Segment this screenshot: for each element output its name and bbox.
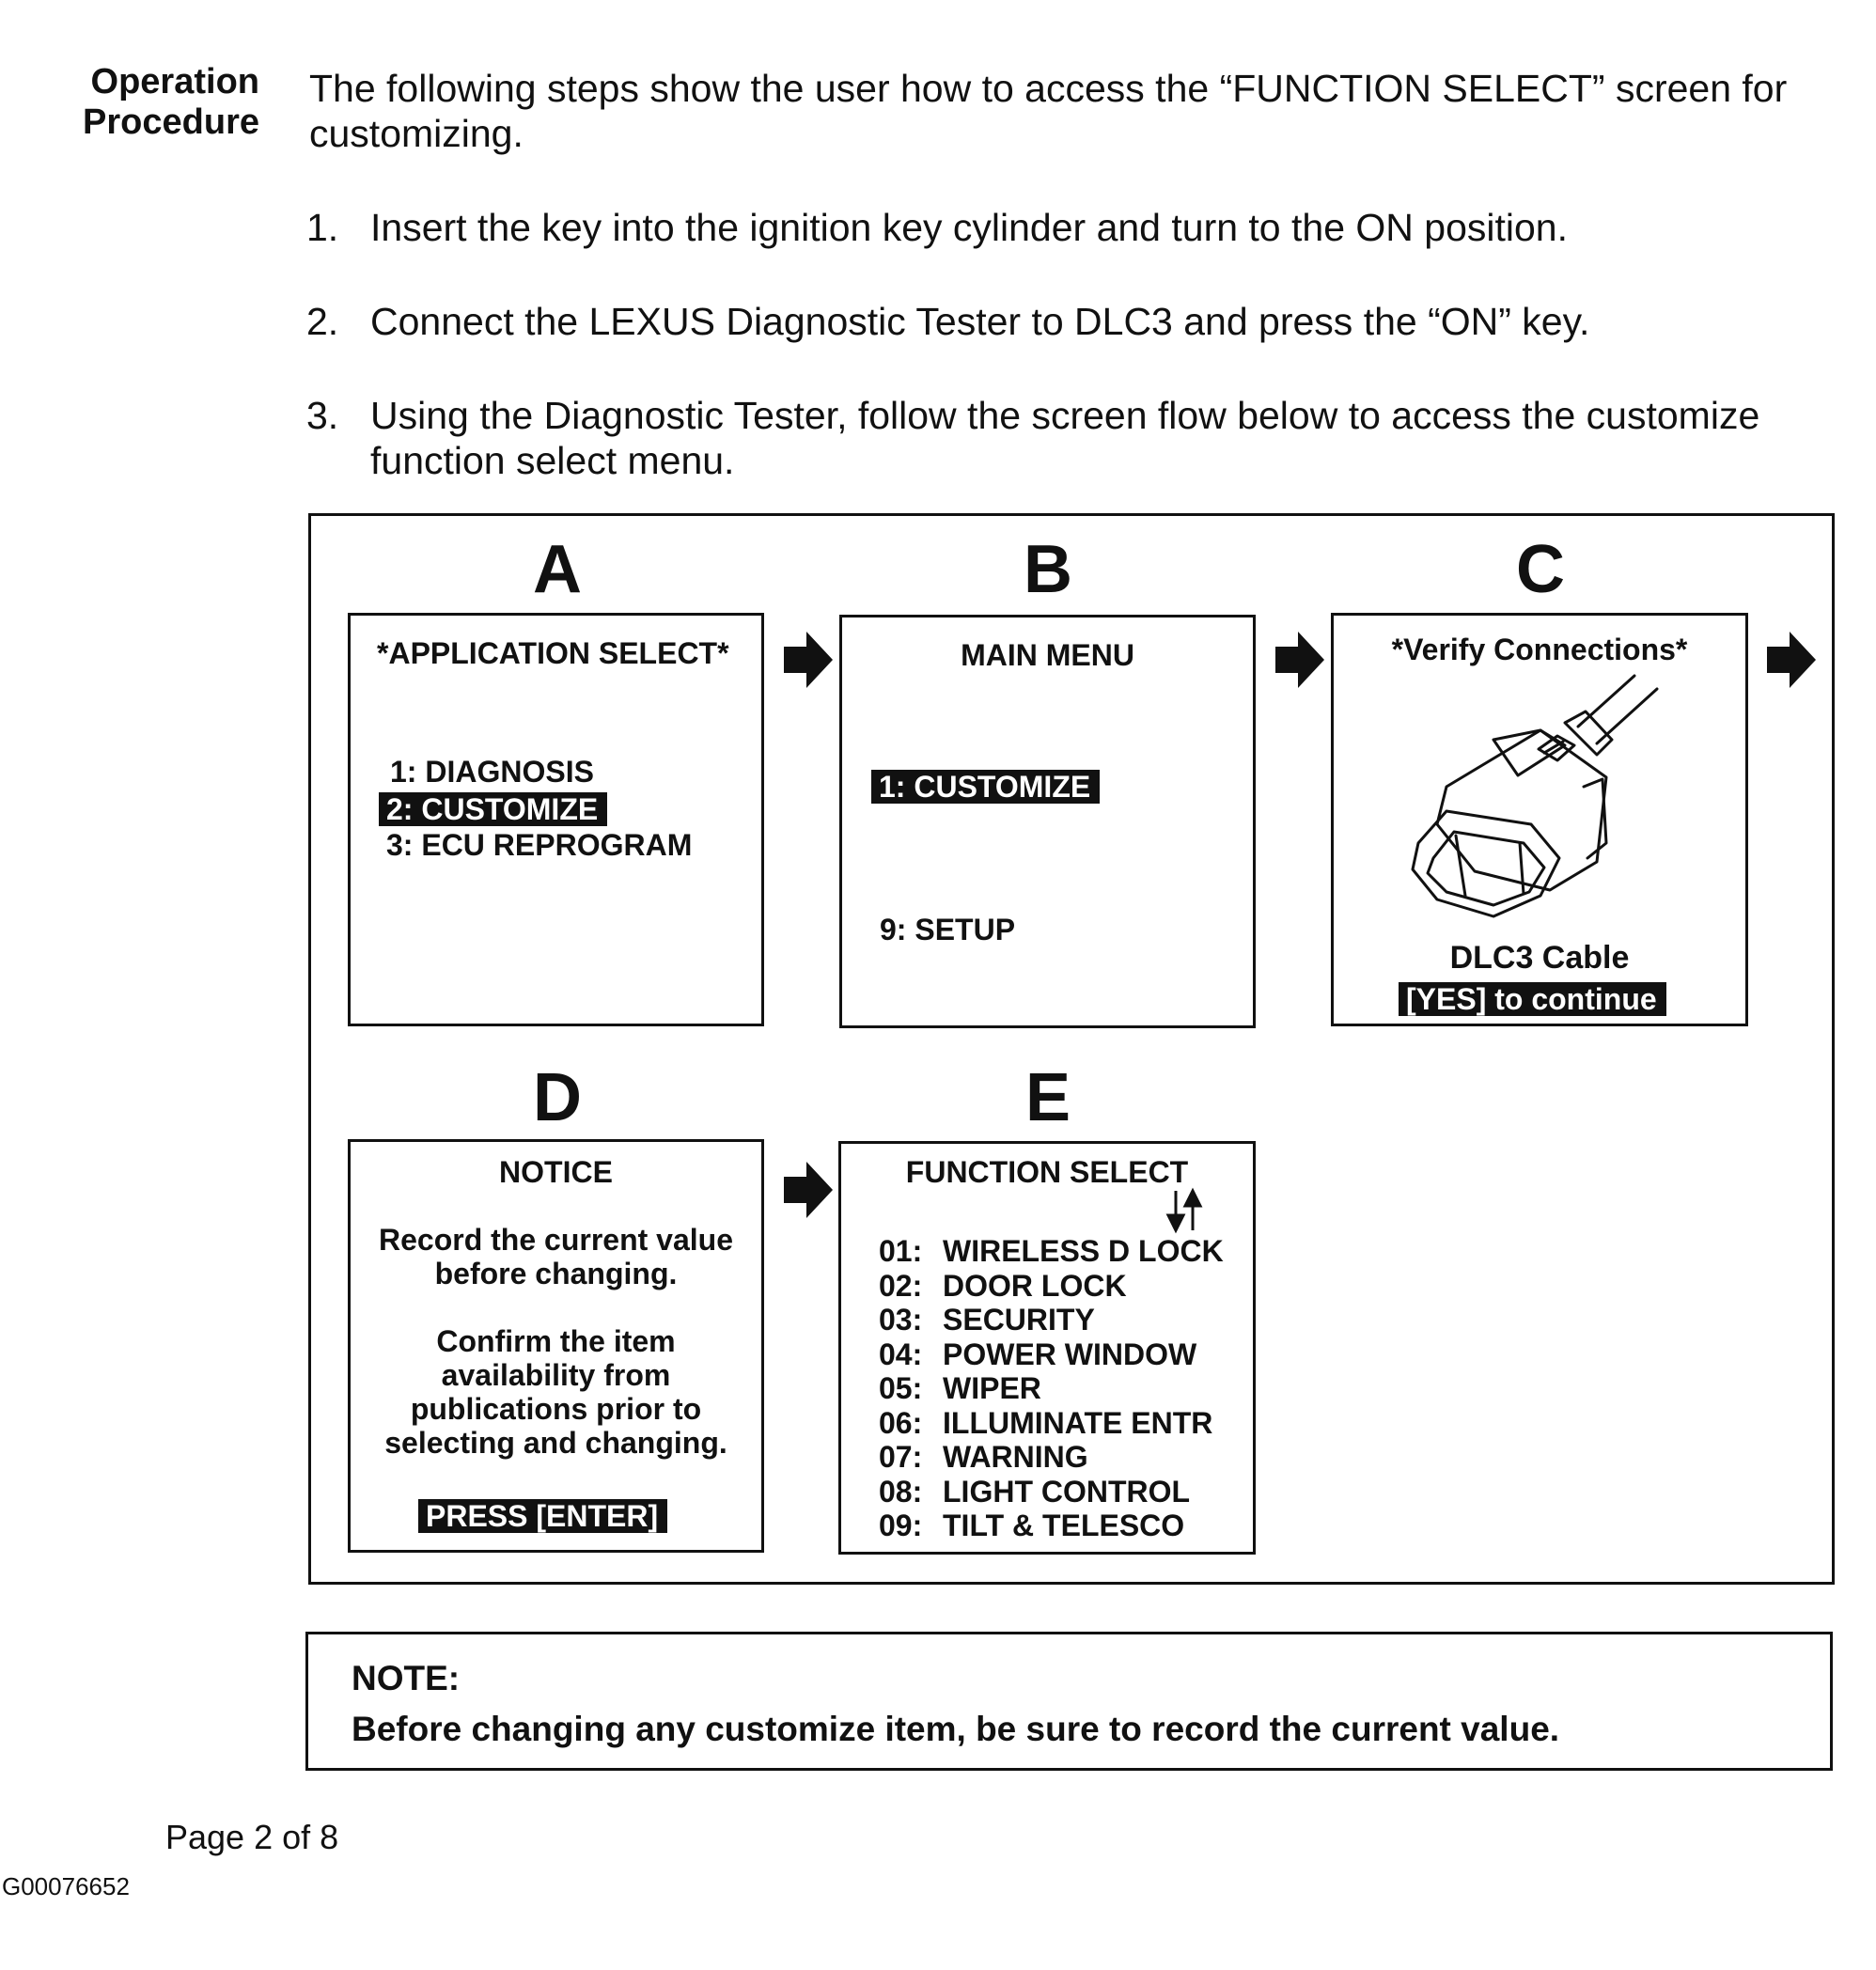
step-number: 1.	[306, 206, 339, 249]
continue-prompt: [YES] to continue	[1399, 982, 1666, 1016]
notice-text: publications prior to	[410, 1392, 702, 1426]
list-item: 03:SECURITY	[879, 1303, 1095, 1337]
right-arrow-icon	[1275, 632, 1324, 688]
screen-title: NOTICE	[499, 1155, 613, 1189]
screen-verify-connections: *Verify Connections* DLC3 Cable [YES] to…	[1331, 613, 1748, 1026]
step-number: 3.	[306, 394, 339, 437]
page-number: Page 2 of 8	[165, 1818, 339, 1856]
list-item: 02:DOOR LOCK	[879, 1268, 1127, 1303]
screen-main-menu: MAIN MENU 1: CUSTOMIZE 9: SETUP	[839, 615, 1256, 1028]
notice-text: selecting and changing.	[384, 1426, 727, 1460]
notice-text: Confirm the item	[436, 1324, 676, 1358]
document-code: G00076652	[2, 1872, 130, 1900]
list-item: 05:WIPER	[879, 1371, 1041, 1405]
cable-caption: DLC3 Cable	[1449, 940, 1630, 976]
step-text: Insert the key into the ignition key cyl…	[370, 206, 1568, 249]
screen-notice: NOTICE Record the current value before c…	[348, 1139, 764, 1553]
list-item: 07:WARNING	[879, 1440, 1088, 1474]
screen-title: *Verify Connections*	[1391, 633, 1688, 666]
up-down-arrows-icon	[1165, 1187, 1203, 1234]
right-arrow-icon	[784, 632, 833, 688]
screen-function-select: FUNCTION SELECT 01:WIRELESS D LOCK 02:DO…	[838, 1141, 1256, 1555]
list-item: 04:POWER WINDOW	[879, 1337, 1197, 1371]
intro-paragraph: The following steps show the user how to…	[309, 67, 1788, 155]
menu-item-highlighted: 1: CUSTOMIZE	[871, 770, 1101, 804]
note-text: Before changing any customize item, be s…	[352, 1710, 1560, 1748]
step-text: Using the Diagnostic Tester, follow the …	[370, 394, 1760, 482]
screen-letter-c: C	[1516, 532, 1565, 607]
right-arrow-icon	[784, 1162, 833, 1218]
menu-item-highlighted: 2: CUSTOMIZE	[379, 792, 608, 826]
dlc3-cable-icon	[1411, 674, 1659, 918]
note-box: NOTE: Before changing any customize item…	[305, 1632, 1833, 1771]
notice-text: Record the current value	[379, 1223, 733, 1257]
screen-letter-e: E	[1024, 1060, 1071, 1135]
notice-text: availability from	[441, 1358, 671, 1392]
screen-flow-diagram	[308, 513, 1835, 1585]
step-number: 2.	[306, 300, 339, 343]
function-list: 01:WIRELESS D LOCK 02:DOOR LOCK 03:SECUR…	[879, 1234, 1224, 1543]
screen-letter-a: A	[533, 532, 582, 607]
right-arrow-icon	[1767, 632, 1816, 688]
note-label: NOTE:	[352, 1659, 461, 1697]
menu-item: 3: ECU REPROGRAM	[386, 828, 693, 862]
list-item: 06:ILLUMINATE ENTR	[879, 1405, 1213, 1440]
list-item: 09:TILT & TELESCO	[879, 1509, 1185, 1542]
menu-item: 1: DIAGNOSIS	[390, 755, 594, 789]
screen-letter-b: B	[1024, 532, 1072, 607]
screen-application-select: *APPLICATION SELECT* 1: DIAGNOSIS 2: CUS…	[348, 613, 764, 1026]
list-item: 08:LIGHT CONTROL	[879, 1474, 1191, 1509]
side-heading-line2: Procedure	[83, 102, 259, 142]
side-heading: Operation Procedure	[38, 62, 259, 143]
list-item: 01:WIRELESS D LOCK	[879, 1234, 1224, 1268]
enter-prompt: PRESS [ENTER]	[418, 1499, 668, 1533]
step-text: Connect the LEXUS Diagnostic Tester to D…	[370, 300, 1590, 343]
screen-letter-d: D	[533, 1060, 582, 1135]
menu-item: 9: SETUP	[880, 913, 1016, 946]
side-heading-line1: Operation	[90, 62, 259, 102]
screen-title: MAIN MENU	[961, 638, 1134, 672]
notice-text: before changing.	[434, 1257, 678, 1290]
screen-title: FUNCTION SELECT	[905, 1155, 1189, 1189]
screen-title: *APPLICATION SELECT*	[377, 636, 729, 670]
